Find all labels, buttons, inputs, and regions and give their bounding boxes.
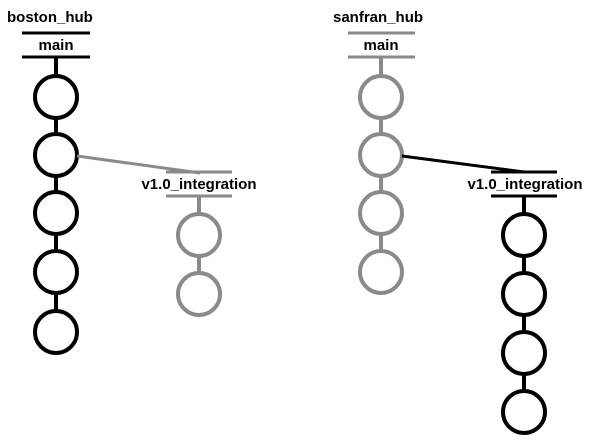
commit-node xyxy=(33,190,79,236)
commit-node xyxy=(33,249,79,295)
commit-node xyxy=(358,74,404,120)
branch-label-v1-integration: v1.0_integration xyxy=(141,176,256,193)
commit-node xyxy=(501,212,547,258)
commit-node xyxy=(501,389,547,435)
commit-node xyxy=(33,309,79,355)
commit-node xyxy=(176,212,222,258)
branch-boston-main: main xyxy=(22,31,90,355)
branch-label-main: main xyxy=(363,37,398,54)
branch-sanfran-main: main xyxy=(348,31,415,295)
commit-node xyxy=(358,190,404,236)
branch-boston-v1-integration: v1.0_integration xyxy=(141,170,257,317)
hub-title-sanfran: sanfran_hub xyxy=(333,9,423,26)
commit-node xyxy=(501,271,547,317)
branch-sanfran-v1-integration: v1.0_integration xyxy=(467,170,583,435)
commit-node xyxy=(33,132,79,178)
commit-node xyxy=(33,74,79,120)
hub-sanfran: sanfran_hub main v1.0_integration xyxy=(333,9,583,435)
commit-node xyxy=(358,132,404,178)
commit-node xyxy=(176,271,222,317)
commit-node xyxy=(358,249,404,295)
hub-title-boston: boston_hub xyxy=(7,9,93,26)
hub-boston: boston_hub main v1.0_integration xyxy=(7,9,257,355)
commit-node xyxy=(501,330,547,376)
branch-label-v1-integration: v1.0_integration xyxy=(467,176,582,193)
branch-label-main: main xyxy=(38,37,73,54)
branch-link xyxy=(76,154,201,175)
branch-link xyxy=(401,154,525,174)
